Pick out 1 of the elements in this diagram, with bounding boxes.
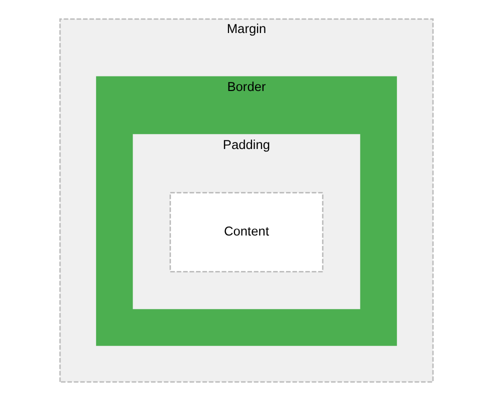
node-box: Content	[169, 192, 323, 272]
